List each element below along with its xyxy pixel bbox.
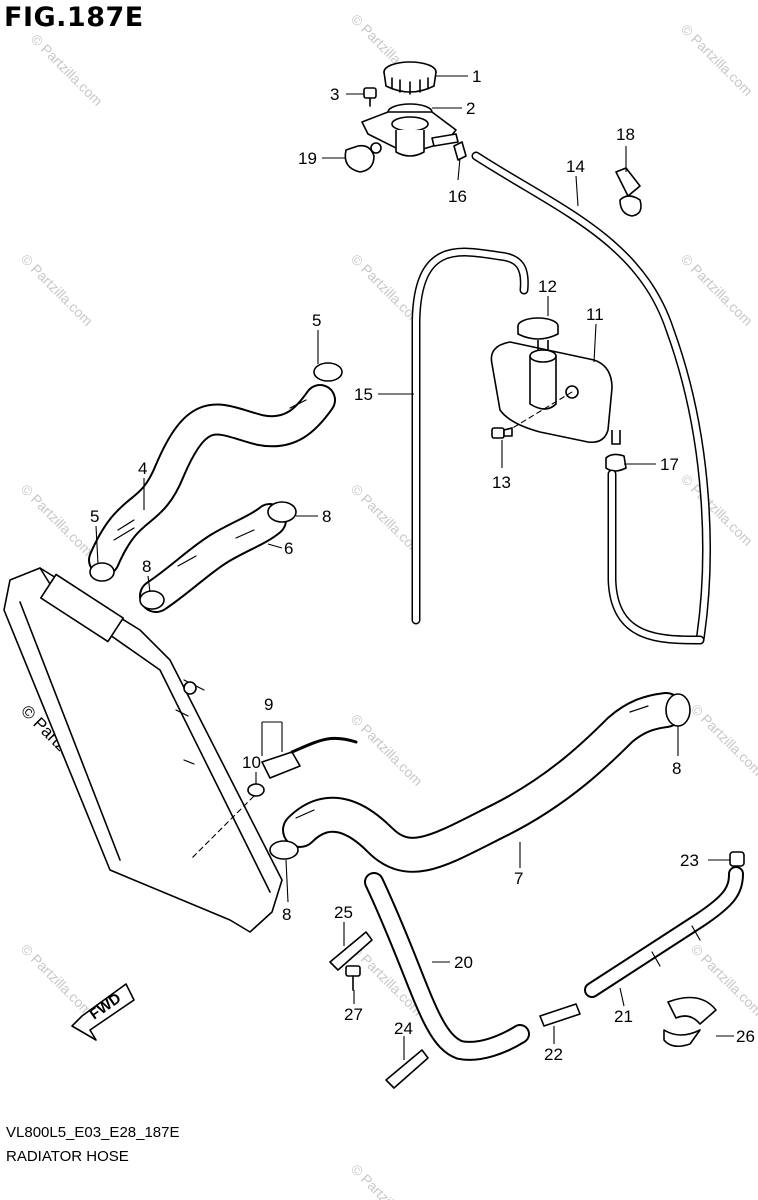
callout-17: 17	[660, 455, 679, 474]
reservoir-tank-assembly	[490, 317, 627, 472]
callout-27: 27	[344, 1005, 363, 1024]
callout-14: 14	[566, 157, 585, 176]
callout-2: 2	[466, 99, 475, 118]
watermark: © Partzilla.com	[348, 1161, 426, 1200]
bands	[329, 931, 429, 1089]
callout-9: 9	[264, 695, 273, 714]
watermarks: © Partzilla.com © Partzilla.com © Partzi…	[18, 11, 758, 1200]
upper-hoses	[88, 362, 343, 613]
callout-22: 22	[544, 1045, 563, 1064]
temperature-sensor	[247, 736, 358, 797]
callout-11: 11	[586, 305, 604, 324]
breather-hose-15	[411, 247, 529, 625]
callout-16: 16	[448, 187, 467, 206]
callout-8-upper: 8	[322, 507, 331, 526]
callout-15: 15	[354, 385, 373, 404]
callout-6: 6	[284, 539, 293, 558]
callout-10: 10	[242, 753, 261, 772]
callout-20: 20	[454, 953, 473, 972]
callout-3: 3	[330, 85, 339, 104]
callout-24: 24	[394, 1019, 413, 1038]
hose-20	[364, 872, 530, 1061]
callout-4: 4	[138, 459, 147, 478]
callout-8-left: 8	[142, 557, 151, 576]
watermark: © Partzilla.com	[18, 481, 96, 559]
callout-7: 7	[514, 869, 523, 888]
radiator	[3, 567, 283, 933]
callout-5-lower: 5	[90, 507, 99, 526]
leader-lines	[95, 75, 734, 1060]
lower-hose-7	[269, 692, 691, 873]
callout-19: 19	[298, 149, 317, 168]
callout-8-right: 8	[672, 759, 681, 778]
callout-13: 13	[492, 473, 511, 492]
watermark: © Partzilla.com	[18, 251, 96, 329]
callout-25: 25	[334, 903, 353, 922]
watermark: © Partzilla.com	[18, 941, 96, 1019]
watermark: © Partzilla.com	[678, 21, 756, 99]
watermark: © Partzilla.com	[678, 251, 756, 329]
callout-12: 12	[538, 277, 557, 296]
overflow-hose-14	[471, 151, 711, 645]
callouts: 1 2 3 19 16 14 18 12 11 15 13 17 5 4 5 8…	[90, 67, 755, 1064]
watermark: © Partzilla.com	[348, 711, 426, 789]
figure-title: FIG.187E	[4, 2, 144, 33]
radiator-cap-assembly	[344, 61, 467, 173]
callout-5-upper: 5	[312, 311, 321, 330]
callout-23: 23	[680, 851, 699, 870]
figure-code: VL800L5_E03_E28_187E	[6, 1124, 180, 1141]
figure-name: RADIATOR HOSE	[6, 1148, 129, 1165]
callout-1: 1	[472, 67, 481, 86]
callout-8-bottom: 8	[282, 905, 291, 924]
callout-18: 18	[616, 125, 635, 144]
callout-26: 26	[736, 1027, 755, 1046]
fwd-arrow-icon: FWD	[71, 983, 135, 1041]
watermark: © Partzilla.com	[678, 471, 756, 549]
watermark: © Partzilla.com	[28, 31, 106, 109]
callout-21: 21	[614, 1007, 633, 1026]
tank-lower-hose	[607, 469, 705, 645]
watermark: © Partzilla.com	[688, 701, 758, 779]
pipe-21	[539, 851, 745, 1048]
